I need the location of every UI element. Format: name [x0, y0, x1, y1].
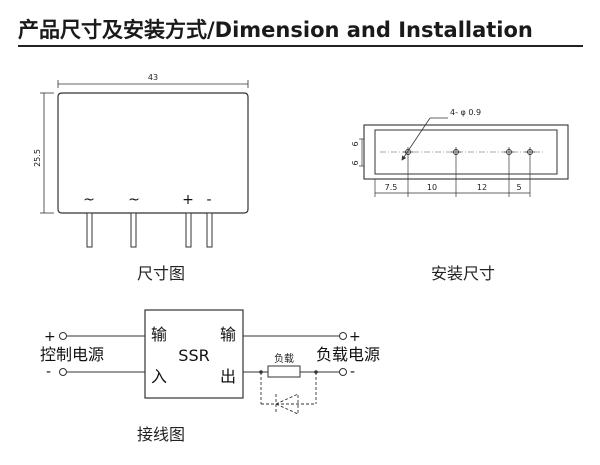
output-plus-terminal — [339, 332, 347, 340]
ssr-input-label-bottom: 入 — [151, 367, 167, 386]
hdim-label-3: 12 — [477, 183, 487, 192]
hole-2 — [451, 147, 461, 157]
load-source-label: 负载电源 — [316, 345, 380, 364]
section-title: 产品尺寸及安装方式/Dimension and Installation — [18, 18, 533, 42]
control-source-label: 控制电源 — [40, 345, 104, 364]
pin-3 — [185, 212, 192, 248]
vdim-label-1: 6 — [351, 141, 360, 146]
load-resistor — [267, 365, 301, 378]
protection-diode-branch — [260, 372, 317, 415]
hdim-label-1: 7.5 — [385, 183, 398, 192]
input-plus-sign: + — [44, 329, 56, 345]
output-minus-terminal — [339, 368, 347, 376]
output-plus-sign: + — [349, 329, 361, 345]
hole-3 — [504, 147, 514, 157]
load-label: 负载 — [274, 352, 294, 365]
ssr-input-label-top: 输 — [151, 325, 167, 344]
hole-leader-line — [401, 117, 431, 161]
hole-1 — [403, 147, 413, 157]
hdim-label-2: 10 — [427, 183, 437, 192]
pin-label-1: ~ — [83, 192, 95, 208]
ssr-box — [144, 309, 244, 399]
input-minus-terminal — [59, 368, 67, 376]
input-minus-sign: - — [46, 364, 51, 380]
pin-label-2: ~ — [128, 192, 140, 208]
ssr-output-label-bottom: 出 — [220, 367, 236, 386]
pin-4 — [206, 212, 213, 248]
input-plus-terminal — [59, 332, 67, 340]
wiring-diagram: 输 入 输 出 SSR + - 控制电源 负载 + - 负载电源 — [40, 309, 380, 444]
mounting-drawing: 4- φ 0.9 6 6 7.5 10 12 5 安装尺寸 — [351, 108, 569, 283]
mounting-caption: 安装尺寸 — [431, 264, 495, 283]
pin-2 — [130, 212, 137, 248]
pin-label-3: + — [182, 192, 194, 208]
hole-4 — [525, 147, 535, 157]
ssr-label: SSR — [178, 346, 209, 365]
outline-caption: 尺寸图 — [137, 264, 185, 283]
wiring-caption: 接线图 — [137, 425, 185, 444]
pcb-outline-inner — [374, 129, 558, 175]
hole-label: 4- φ 0.9 — [450, 108, 481, 117]
vdim-label-2: 6 — [351, 160, 360, 165]
title-underline — [18, 45, 583, 47]
height-dimension-label: 25.5 — [33, 149, 42, 167]
hdim-label-4: 5 — [516, 183, 521, 192]
pin-1 — [86, 212, 93, 248]
ssr-output-label-top: 输 — [220, 325, 236, 344]
outline-drawing: 43 25.5 ~ ~ + - 尺寸图 — [33, 73, 249, 283]
pin-label-4: - — [206, 192, 211, 208]
relay-body — [57, 92, 249, 214]
output-minus-sign: - — [350, 364, 355, 380]
width-dimension-label: 43 — [148, 73, 158, 82]
